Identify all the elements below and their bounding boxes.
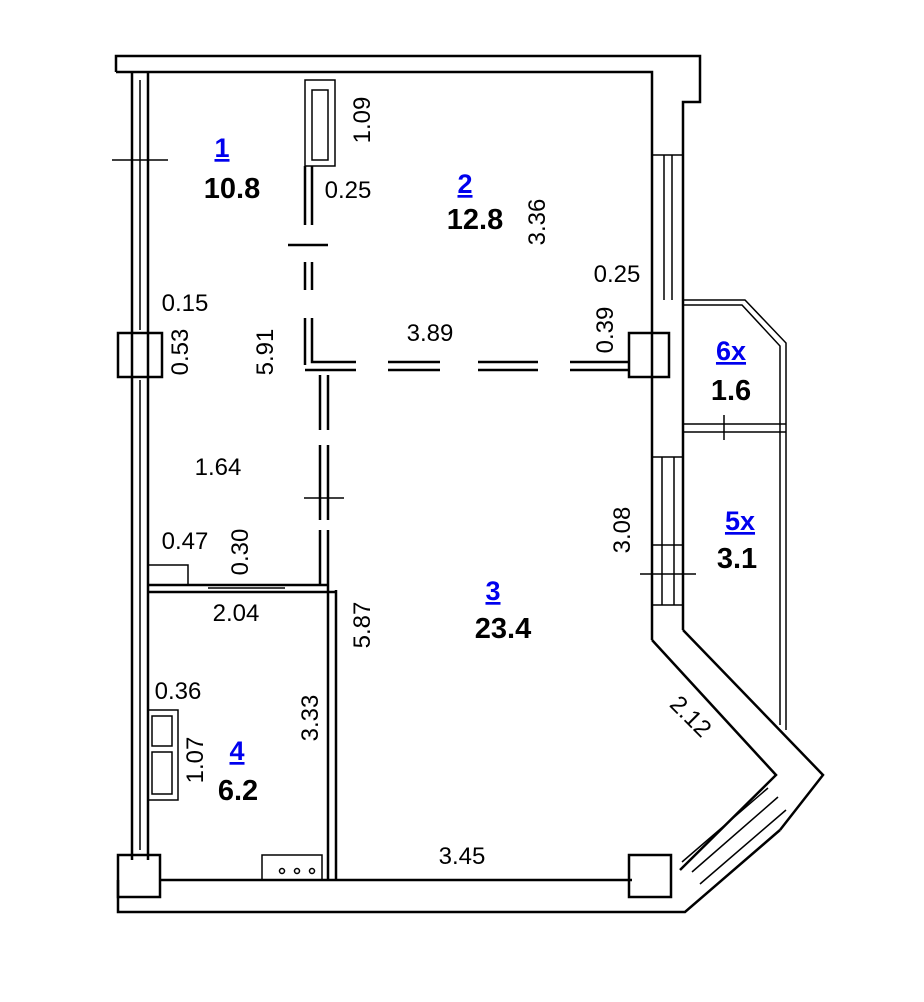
room-area: 12.8 bbox=[447, 204, 503, 236]
room-5x: 5x 3.1 bbox=[717, 506, 757, 575]
dimension-label: 0.25 bbox=[325, 177, 372, 204]
dimension-label: 0.25 bbox=[594, 261, 641, 288]
dimension-label: 5.91 bbox=[252, 329, 279, 376]
room-number[interactable]: 2 bbox=[457, 169, 472, 199]
dimension-label: 5.87 bbox=[349, 602, 376, 649]
room-area: 10.8 bbox=[204, 173, 260, 205]
room-number[interactable]: 1 bbox=[214, 133, 229, 163]
room-3: 3 23.4 bbox=[475, 576, 531, 645]
dimension-label: 3.89 bbox=[407, 320, 454, 347]
room-area: 6.2 bbox=[218, 775, 258, 807]
dimension-label: 2.04 bbox=[213, 600, 260, 627]
dimension-label: 3.36 bbox=[524, 199, 551, 246]
room-4: 4 6.2 bbox=[218, 736, 258, 807]
dimension-label: 0.47 bbox=[162, 528, 209, 555]
dimension-label: 2.12 bbox=[664, 691, 716, 743]
dimension-label: 3.33 bbox=[297, 695, 324, 742]
dimension-label: 1.64 bbox=[195, 454, 242, 481]
dimension-label: 1.09 bbox=[349, 97, 376, 144]
room-number[interactable]: 5x bbox=[725, 506, 755, 536]
dimension-label: 1.07 bbox=[182, 737, 209, 784]
room-area: 23.4 bbox=[475, 613, 531, 645]
dimension-label: 3.08 bbox=[609, 507, 636, 554]
dimension-label: 0.53 bbox=[167, 329, 194, 376]
walls bbox=[112, 54, 825, 914]
dimension-label: 0.30 bbox=[227, 529, 254, 576]
dimension-label: 0.39 bbox=[592, 307, 619, 354]
dimension-label: 0.15 bbox=[162, 290, 209, 317]
room-area: 3.1 bbox=[717, 543, 757, 575]
room-number[interactable]: 3 bbox=[485, 576, 500, 606]
room-number[interactable]: 4 bbox=[229, 736, 244, 766]
room-2: 2 12.8 bbox=[447, 169, 503, 236]
room-number[interactable]: 6x bbox=[716, 336, 746, 366]
dimension-label: 3.45 bbox=[439, 843, 486, 870]
dimension-label: 0.36 bbox=[155, 678, 202, 705]
room-area: 1.6 bbox=[711, 375, 751, 407]
room-1: 1 10.8 bbox=[204, 133, 260, 205]
room-6x: 6x 1.6 bbox=[711, 336, 751, 407]
